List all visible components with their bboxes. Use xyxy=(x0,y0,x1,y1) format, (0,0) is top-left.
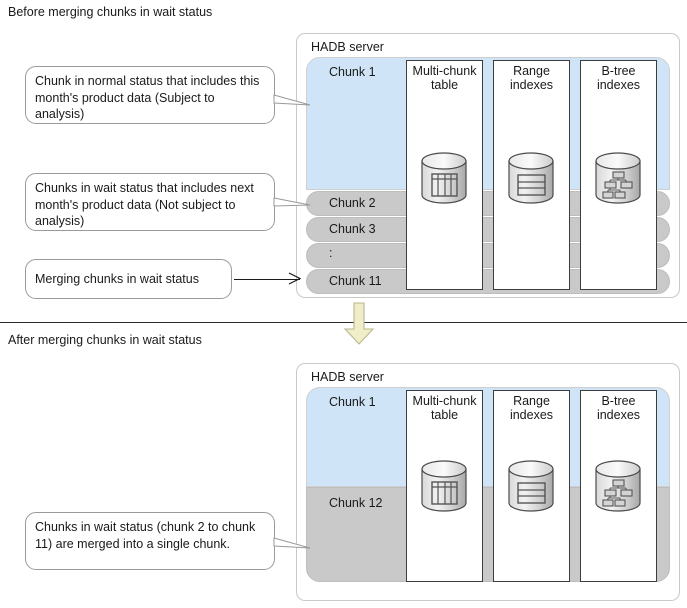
before-chunk-label-ellipsis: : xyxy=(329,246,333,260)
callout-merged-chunk-tail xyxy=(273,537,311,549)
after-column-title-multi-chunk-table: Multi-chunk table xyxy=(412,394,477,422)
after-server-title: HADB server xyxy=(311,370,384,384)
cylinder-range-index-icon xyxy=(508,152,555,204)
callout-merged-chunk[interactable]: Chunks in wait status (chunk 2 to chunk … xyxy=(25,512,275,570)
merging-arrow-head xyxy=(288,272,302,285)
after-chunk-label-12: Chunk 12 xyxy=(329,496,383,510)
after-column-range-indexes[interactable]: Range indexes xyxy=(493,390,570,582)
cylinder-range-index-icon xyxy=(508,460,555,512)
before-column-title-multi-chunk-table: Multi-chunk table xyxy=(412,64,477,92)
before-chunk-label-11: Chunk 11 xyxy=(329,274,382,288)
after-column-title-range-indexes: Range indexes xyxy=(509,394,554,422)
callout-merging-chunks[interactable]: Merging chunks in wait status xyxy=(25,259,232,299)
after-column-title-btree-indexes: B-tree indexes xyxy=(596,394,641,422)
callout-merged-chunk-text: Chunks in wait status (chunk 2 to chunk … xyxy=(35,520,256,551)
merging-arrow-line xyxy=(234,279,300,280)
before-section-caption: Before merging chunks in wait status xyxy=(8,5,213,19)
after-chunk-label-1: Chunk 1 xyxy=(329,395,376,409)
callout-wait-chunks-text: Chunks in wait status that includes next… xyxy=(35,181,254,228)
callout-wait-chunks[interactable]: Chunks in wait status that includes next… xyxy=(25,173,275,231)
callout-normal-chunk[interactable]: Chunk in normal status that includes thi… xyxy=(25,66,275,124)
cylinder-table-icon xyxy=(421,152,468,204)
after-section-caption: After merging chunks in wait status xyxy=(8,333,202,347)
callout-merging-chunks-text: Merging chunks in wait status xyxy=(35,271,199,286)
before-column-title-range-indexes: Range indexes xyxy=(509,64,554,92)
callout-normal-chunk-text: Chunk in normal status that includes thi… xyxy=(35,74,260,121)
cylinder-table-icon xyxy=(421,460,468,512)
down-arrow-icon xyxy=(343,302,375,345)
cylinder-btree-index-icon xyxy=(595,460,642,512)
before-chunk-label-3: Chunk 3 xyxy=(329,222,376,236)
before-chunk-label-1: Chunk 1 xyxy=(329,65,376,79)
callout-wait-chunks-tail xyxy=(273,197,311,207)
before-server-title: HADB server xyxy=(311,40,384,54)
before-column-title-btree-indexes: B-tree indexes xyxy=(596,64,641,92)
section-divider xyxy=(0,322,687,323)
before-chunk-label-2: Chunk 2 xyxy=(329,196,376,210)
cylinder-btree-index-icon xyxy=(595,152,642,204)
callout-normal-chunk-tail xyxy=(273,94,311,106)
